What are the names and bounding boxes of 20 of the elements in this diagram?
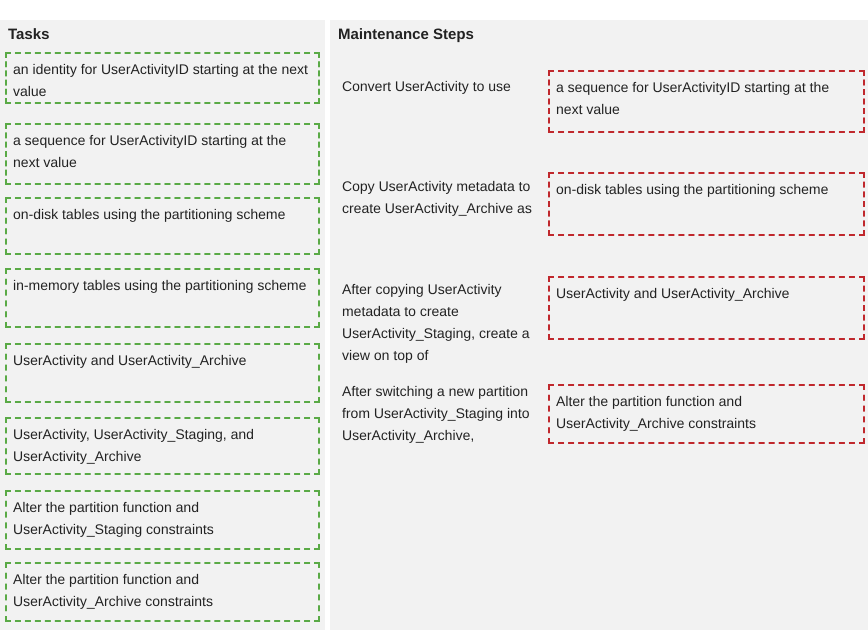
answer-option: UserActivity, UserActivity_Staging, and UserActivity_Archive (5, 417, 320, 475)
panel-heading: Maintenance Steps (338, 26, 474, 43)
answer-option: Alter the partition function and UserActivity_Staging constraints (5, 490, 320, 550)
answer-option: in-memory tables using the partitioning scheme (5, 268, 320, 328)
answer-option: UserActivity and UserActivity_Archive (5, 343, 320, 403)
answer-slot: UserActivity and UserActivity_Archive (548, 276, 865, 340)
answer-slot: Alter the partition function and UserActivity_Archive constraints (548, 384, 865, 444)
answer-slot: on-disk tables using the partitioning scheme (548, 172, 865, 236)
answer-option: a sequence for UserActivityID starting at the next value (5, 123, 320, 185)
panel-background (0, 20, 325, 630)
answer-option: on-disk tables using the partitioning scheme (5, 197, 320, 255)
step-text: Convert UserActivity to use (342, 77, 512, 96)
panel-background (330, 20, 868, 630)
step-text: Copy UserActivity metadata to create UserActivity_Archive as (342, 177, 533, 218)
panel-heading: Tasks (8, 26, 50, 43)
step-text: After copying UserActivity metadata to create UserActivity_Staging, create a view on top of (342, 280, 531, 365)
answer-slot: a sequence for UserActivityID starting at the next value (548, 70, 865, 133)
step-text: After switching a new partition from UserActivity_Staging into UserActivity_Archive, (342, 382, 531, 445)
answer-option: Alter the partition function and UserActivity_Archive constraints (5, 562, 320, 622)
answer-option: an identity for UserActivityID starting at the next value (5, 52, 320, 104)
